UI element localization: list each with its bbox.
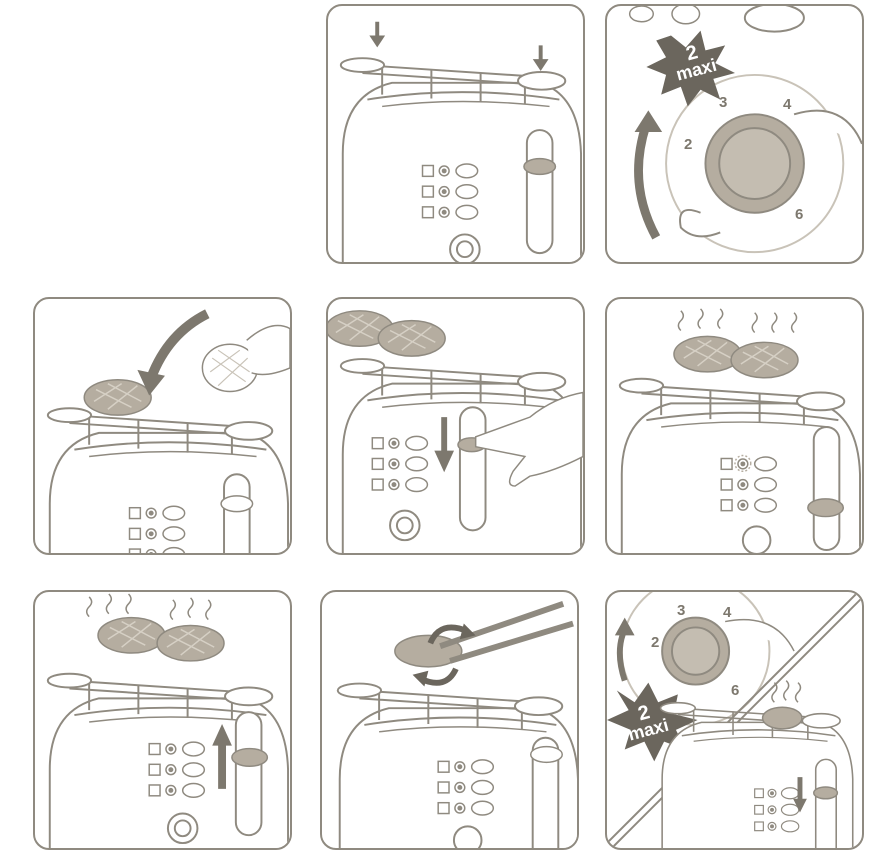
panel-1-attach-rack — [326, 4, 585, 264]
dial-number-4: 4 — [783, 96, 792, 113]
press-lever-illustration — [328, 310, 583, 553]
panel-7-flip-bun — [320, 590, 579, 850]
burst-badge — [646, 30, 735, 107]
flip-bun-illustration — [336, 601, 577, 848]
lift-lever-illustration — [46, 593, 290, 848]
dial-number-3: 3 — [677, 602, 686, 619]
toaster-rack-illustration — [339, 21, 583, 262]
reheat-illustration — [607, 592, 862, 848]
dial-number-6: 6 — [731, 682, 740, 699]
panel-2-set-dial: 2 maxi 3 4 2 6 — [605, 4, 864, 264]
dial-number-2: 2 — [684, 136, 693, 153]
panel-4-press-lever — [326, 297, 585, 555]
dial-number-3: 3 — [719, 94, 728, 111]
panel-6-lift-lever — [33, 590, 292, 850]
panel-5-toasting — [605, 297, 864, 555]
dial-number-4: 4 — [723, 604, 732, 621]
dial-number-2: 2 — [651, 634, 660, 651]
dial-illustration — [628, 6, 862, 254]
place-bun-illustration — [46, 309, 290, 553]
panel-8-reheat: 2 maxi 3 4 2 6 — [605, 590, 864, 850]
toasting-illustration — [618, 308, 862, 553]
dial-number-6: 6 — [795, 206, 804, 223]
panel-3-place-bun — [33, 297, 292, 555]
